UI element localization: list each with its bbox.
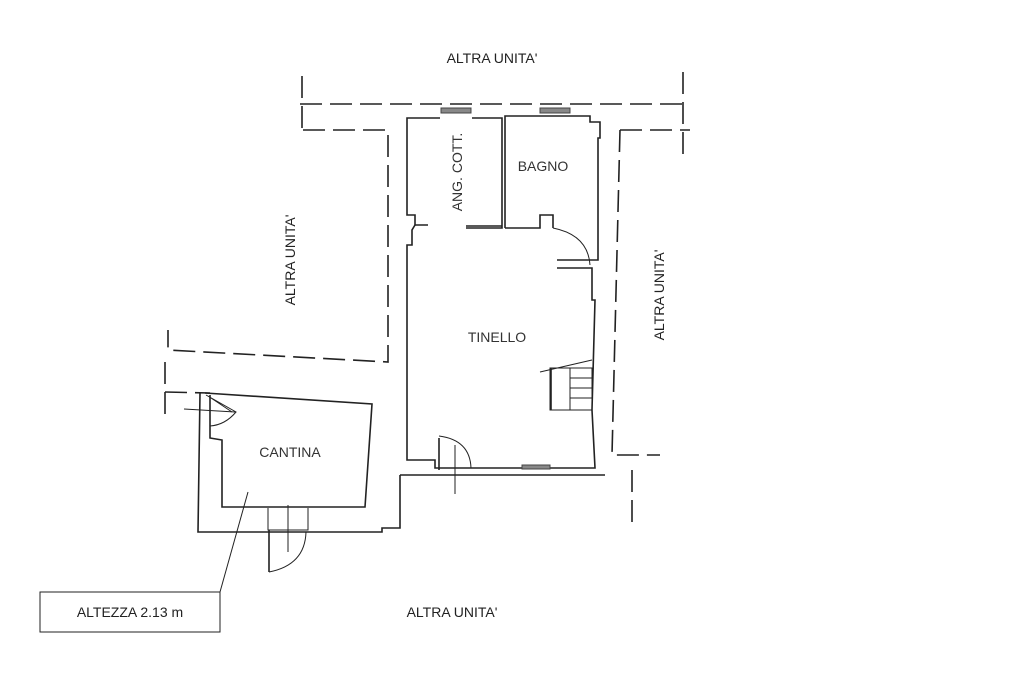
- unit-walls: [197, 115, 605, 533]
- label-bottom-neighbor: ALTRA UNITA': [407, 604, 498, 620]
- label-top-neighbor: ALTRA UNITA': [447, 50, 538, 66]
- windows: [440, 107, 571, 470]
- room-cellar: CANTINA: [259, 444, 321, 460]
- room-bathroom: BAGNO: [518, 158, 569, 174]
- label-right-neighbor: ALTRA UNITA': [651, 250, 667, 341]
- room-kitchenette: ANG. COTT.: [449, 133, 465, 212]
- height-note: ALTEZZA 2.13 m: [77, 604, 183, 620]
- doors: [183, 394, 472, 573]
- neighbor-boundaries: [164, 72, 690, 530]
- height-note-box: [39, 591, 221, 633]
- leader-line: [219, 491, 249, 593]
- label-left-neighbor: ALTRA UNITA': [282, 215, 298, 306]
- stairs: [539, 359, 593, 411]
- room-living: TINELLO: [468, 329, 526, 345]
